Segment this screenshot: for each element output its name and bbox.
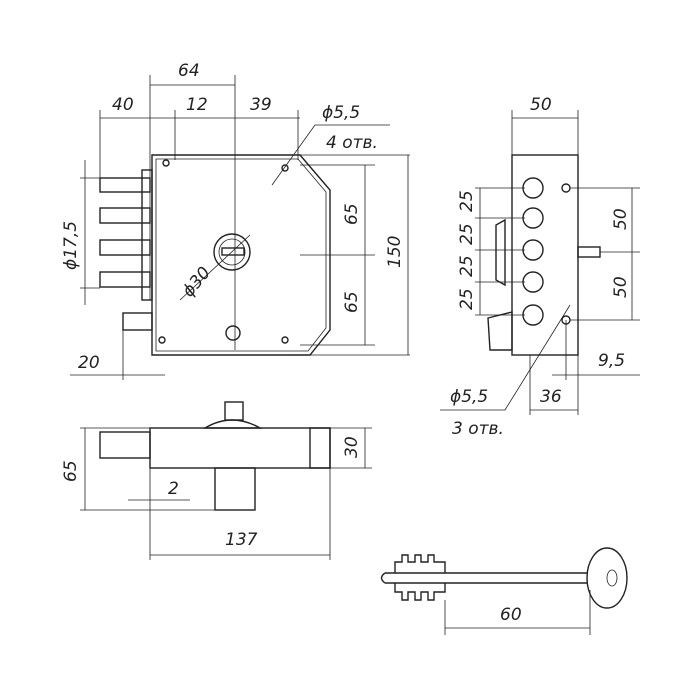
side-view: 50 25 25 25 25 50 50 9,5 36 ϕ5,5 3 отв.	[440, 95, 640, 439]
pin	[577, 246, 601, 258]
latch-side	[487, 311, 513, 351]
dim-30: 30	[342, 436, 362, 458]
dim-50-right-top: 50	[611, 208, 631, 230]
dim-40: 40	[112, 95, 134, 115]
bolt-bottom	[99, 431, 151, 459]
hole-count: 4 отв.	[326, 133, 378, 153]
bottom-view: 65 30 2 137	[61, 401, 372, 560]
key-cylinder	[213, 233, 251, 271]
dim-137: 137	[225, 530, 258, 550]
dim-36: 36	[540, 387, 562, 407]
bottom-body	[149, 427, 331, 469]
dim-39: 39	[250, 95, 272, 115]
hole-icon	[225, 325, 241, 341]
dim-25: 25	[457, 288, 477, 310]
hole-icon	[281, 336, 289, 344]
dim-25: 25	[457, 223, 477, 245]
front-view: 64 40 12 39 ϕ5,5 4 отв. 65 65 150 ϕ17,5 …	[61, 61, 410, 380]
dim-2: 2	[168, 479, 179, 499]
dim-20: 20	[78, 353, 100, 373]
hole-icon	[162, 159, 170, 167]
dim-150: 150	[385, 236, 405, 268]
hole-icon	[281, 164, 289, 172]
key: 60	[380, 547, 628, 635]
dim-64: 64	[178, 61, 200, 81]
dim-25: 25	[457, 190, 477, 212]
latch-bottom	[214, 467, 256, 511]
hole-count-side: 3 отв.	[452, 419, 504, 439]
dim-hole-diameter-side: ϕ5,5	[450, 387, 488, 407]
dim-50-top: 50	[530, 95, 552, 115]
dim-65-bottom: 65	[342, 291, 362, 313]
bolts	[99, 169, 153, 301]
dim-bolt-diameter: ϕ17,5	[61, 221, 81, 270]
dim-25: 25	[457, 255, 477, 277]
dim-9-5: 9,5	[598, 351, 625, 371]
dim-hole-diameter: ϕ5,5	[322, 103, 360, 123]
latch	[122, 312, 153, 331]
dim-cylinder-diameter: ϕ30	[179, 263, 215, 301]
dim-65-top: 65	[342, 203, 362, 225]
dim-65-bottom-view: 65	[61, 460, 81, 482]
dim-50-right-bottom: 50	[611, 276, 631, 298]
hole-icon	[158, 336, 166, 344]
dim-12: 12	[186, 95, 208, 115]
dim-60: 60	[500, 605, 522, 625]
